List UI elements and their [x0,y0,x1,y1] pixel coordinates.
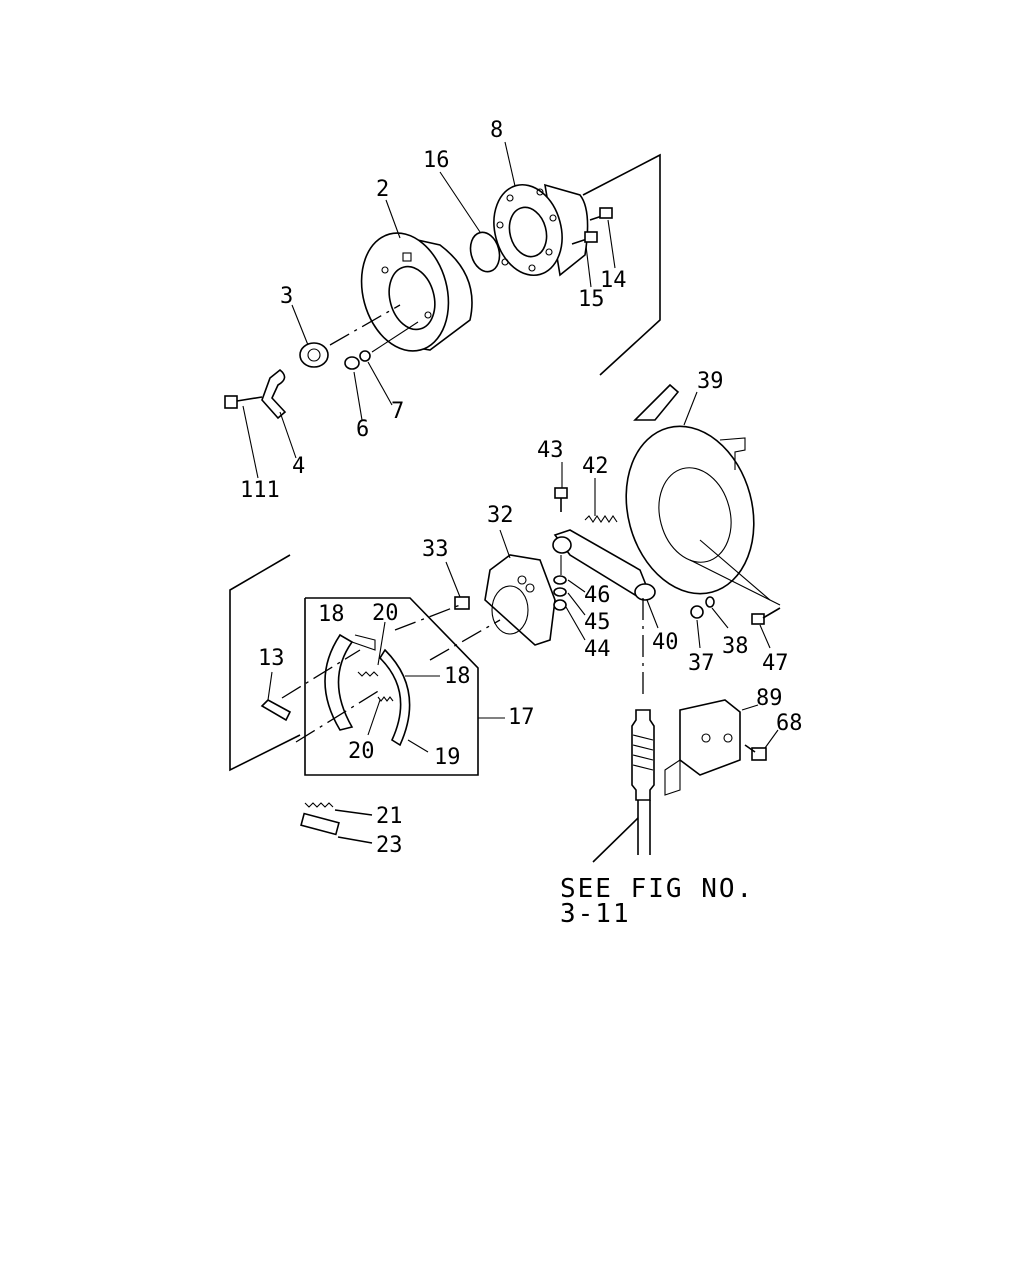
callout-89: 89 [756,686,783,711]
callout-20-lower: 20 [348,739,375,764]
callout-68: 68 [776,711,803,736]
callout-4: 4 [292,454,305,479]
callout-45: 45 [584,610,611,635]
note-line-2: 3-11 [560,899,631,929]
part-46-washer [553,575,567,585]
callout-6: 6 [356,417,369,442]
callout-42: 42 [582,454,609,479]
part-3-hub-nut [299,342,329,368]
part-6-nut [344,356,360,370]
part-21-spring [304,802,373,816]
part-45-clip [553,587,567,597]
callout-37: 37 [688,651,715,676]
callout-43: 43 [537,438,564,463]
part-14-bolt [589,207,613,221]
callout-39: 39 [697,369,724,394]
part-32-mounting-plate [484,554,556,646]
callout-17: 17 [508,705,535,730]
part-18-brake-shoe-front [324,633,376,731]
callout-47: 47 [762,651,789,676]
left-frame-lines [229,554,301,772]
part-44-nut [553,599,567,611]
part-38-washer [705,596,715,608]
callout-20-upper: 20 [372,601,399,626]
part-47-bolt [751,607,781,625]
callout-16: 16 [423,148,450,173]
part-18-brake-shoe-rear [378,648,411,747]
part-7-washer [359,350,371,362]
part-16-o-ring [469,231,501,273]
part-42-spring [584,515,618,523]
callout-33: 33 [422,537,449,562]
part-89-cable-bracket [664,699,741,796]
callout-3: 3 [280,284,293,309]
callout-32: 32 [487,503,514,528]
part-2-brake-drum [360,232,473,352]
callout-21: 21 [376,804,403,829]
part-43-pin [554,487,568,512]
part-8-wheel-hub [493,183,589,277]
callout-46: 46 [584,583,611,608]
callout-19: 19 [434,745,461,770]
part-13-lever [260,699,292,722]
note-line-1: SEE FIG NO. [560,874,754,904]
callout-40: 40 [652,630,679,655]
part-68-bolt [744,744,767,761]
callout-111: 111 [240,478,280,503]
see-figure-note: SEE FIG NO. 3-11 [560,874,754,929]
leader-lines [242,141,779,753]
part-33-adjuster [454,596,470,610]
part-37-nut [690,605,704,619]
part-40-lever-arm [552,529,656,601]
callout-18-lower: 18 [444,664,471,689]
brake-cable [592,598,655,863]
callout-labels: 8 16 2 3 14 15 6 7 4 111 39 43 42 32 33 … [240,118,803,858]
callout-18-upper: 18 [318,602,345,627]
callout-23: 23 [376,833,403,858]
part-111-bolt [224,395,263,409]
callout-38: 38 [722,634,749,659]
top-frame-lines [582,153,661,376]
callout-14: 14 [600,268,627,293]
part-15-bolt [571,231,598,245]
callout-13: 13 [258,646,285,671]
callout-44: 44 [584,637,611,662]
callout-7: 7 [391,399,404,424]
part-23-pin [300,812,373,844]
callout-8: 8 [490,118,503,143]
callout-15: 15 [578,287,605,312]
part-4-bracket [261,368,287,420]
part-39-backing-plate [625,383,781,606]
part-17-brake-shoe-kit-box [304,597,479,776]
part-20-return-spring [357,671,394,702]
callout-2: 2 [376,177,389,202]
